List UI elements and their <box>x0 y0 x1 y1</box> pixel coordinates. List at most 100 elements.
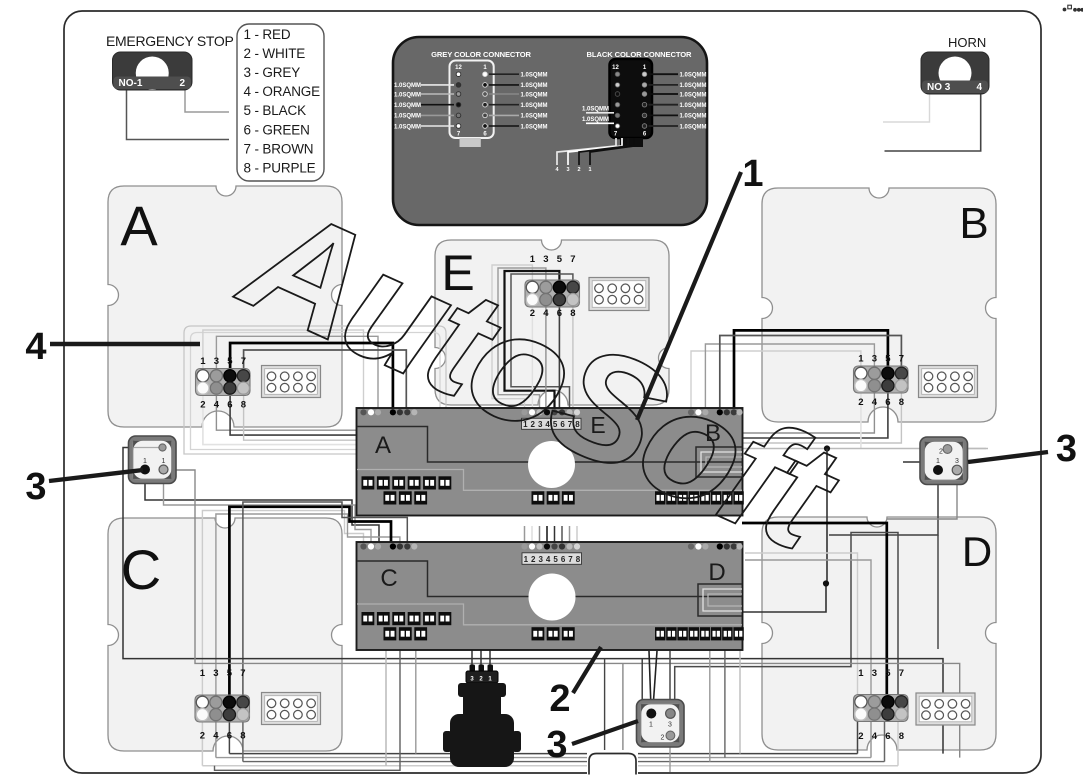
svg-text:1: 1 <box>162 458 166 465</box>
svg-text:1.0SQMM: 1.0SQMM <box>394 83 421 89</box>
svg-text:1: 1 <box>483 65 487 71</box>
svg-text:6: 6 <box>561 555 566 564</box>
svg-text:4: 4 <box>872 397 878 408</box>
svg-text:1: 1 <box>742 153 763 195</box>
svg-text:2: 2 <box>200 731 205 742</box>
svg-text:1: 1 <box>488 677 492 683</box>
svg-text:8: 8 <box>576 555 581 564</box>
svg-text:1.0SQMM: 1.0SQMM <box>582 117 609 123</box>
svg-text:1: 1 <box>200 356 206 367</box>
svg-text:8: 8 <box>240 731 245 742</box>
svg-text:1: 1 <box>200 668 206 679</box>
svg-text:1: 1 <box>643 65 647 71</box>
svg-text:5: 5 <box>885 354 891 365</box>
svg-text:5: 5 <box>553 420 558 429</box>
svg-text:7: 7 <box>614 132 618 138</box>
svg-text:3: 3 <box>543 254 548 265</box>
svg-text:6: 6 <box>483 132 487 138</box>
svg-text:6: 6 <box>643 132 647 138</box>
svg-text:2: 2 <box>858 731 863 742</box>
svg-text:3: 3 <box>470 677 474 683</box>
svg-text:6 - GREEN: 6 - GREEN <box>244 122 310 137</box>
svg-text:4: 4 <box>872 731 878 742</box>
svg-text:1: 1 <box>530 254 536 265</box>
svg-text:5: 5 <box>557 254 563 265</box>
svg-text:1: 1 <box>858 668 864 679</box>
svg-text:B: B <box>959 199 988 248</box>
svg-text:2: 2 <box>858 397 863 408</box>
svg-text:1: 1 <box>523 420 528 429</box>
svg-text:1.0SQMM: 1.0SQMM <box>582 106 609 112</box>
svg-text:1.0SQMM: 1.0SQMM <box>521 73 548 79</box>
svg-text:7: 7 <box>240 668 245 679</box>
svg-text:8 - PURPLE: 8 - PURPLE <box>244 160 316 175</box>
svg-text:1: 1 <box>524 555 529 564</box>
svg-text:5: 5 <box>885 668 891 679</box>
svg-text:1.0SQMM: 1.0SQMM <box>521 114 548 120</box>
svg-text:C: C <box>380 565 397 592</box>
svg-text:1.0SQMM: 1.0SQMM <box>680 114 707 120</box>
svg-text:1.0SQMM: 1.0SQMM <box>394 92 421 98</box>
svg-text:1.0SQMM: 1.0SQMM <box>680 124 707 130</box>
svg-text:4: 4 <box>25 326 46 368</box>
svg-text:3: 3 <box>872 668 877 679</box>
svg-text:2 - WHITE: 2 - WHITE <box>244 46 306 61</box>
svg-text:1.0SQMM: 1.0SQMM <box>680 103 707 109</box>
svg-text:NO 3: NO 3 <box>927 82 951 93</box>
svg-text:E: E <box>590 412 605 438</box>
svg-text:8: 8 <box>899 397 904 408</box>
svg-text:8: 8 <box>899 731 904 742</box>
svg-text:7: 7 <box>899 668 904 679</box>
svg-text:4: 4 <box>543 308 549 319</box>
svg-text:5: 5 <box>553 555 558 564</box>
svg-text:1.0SQMM: 1.0SQMM <box>394 103 421 109</box>
svg-text:1.0SQMM: 1.0SQMM <box>394 124 421 130</box>
svg-text:3: 3 <box>1056 428 1077 470</box>
svg-text:8: 8 <box>570 308 575 319</box>
svg-text:2: 2 <box>200 400 205 411</box>
svg-text:C: C <box>121 538 161 601</box>
svg-text:1: 1 <box>588 167 591 173</box>
svg-text:2: 2 <box>531 555 536 564</box>
svg-text:5 - BLACK: 5 - BLACK <box>244 103 307 118</box>
svg-text:3: 3 <box>214 356 219 367</box>
svg-text:3: 3 <box>538 555 543 564</box>
svg-text:3 - GREY: 3 - GREY <box>244 65 301 80</box>
svg-text:E: E <box>441 245 474 301</box>
svg-text:GREY COLOR CONNECTOR: GREY COLOR CONNECTOR <box>431 50 531 59</box>
svg-text:7: 7 <box>457 132 461 138</box>
svg-text:12: 12 <box>455 65 462 71</box>
svg-text:7: 7 <box>568 555 573 564</box>
svg-text:HORN: HORN <box>948 35 986 50</box>
svg-text:8: 8 <box>575 420 580 429</box>
svg-text:7: 7 <box>899 354 904 365</box>
svg-text:6: 6 <box>227 731 232 742</box>
svg-text:6: 6 <box>560 420 565 429</box>
svg-text:1.0SQMM: 1.0SQMM <box>521 92 548 98</box>
svg-text:3: 3 <box>872 354 877 365</box>
svg-text:4: 4 <box>976 82 982 93</box>
svg-text:3: 3 <box>538 420 543 429</box>
svg-text:3: 3 <box>955 458 959 465</box>
svg-text:3: 3 <box>213 668 218 679</box>
svg-text:A: A <box>375 432 391 459</box>
svg-text:5: 5 <box>227 356 233 367</box>
svg-text:1.0SQMM: 1.0SQMM <box>521 103 548 109</box>
svg-text:2: 2 <box>479 677 483 683</box>
svg-text:2: 2 <box>577 167 580 173</box>
svg-text:1.0SQMM: 1.0SQMM <box>680 73 707 79</box>
svg-text:7: 7 <box>568 420 573 429</box>
svg-text:1 - RED: 1 - RED <box>244 27 291 42</box>
svg-text:3: 3 <box>668 722 672 729</box>
svg-text:NO-1: NO-1 <box>119 78 143 89</box>
svg-text:B: B <box>705 420 721 447</box>
svg-text:1.0SQMM: 1.0SQMM <box>680 92 707 98</box>
svg-text:EMERGENCY STOP: EMERGENCY STOP <box>106 33 234 49</box>
svg-text:5: 5 <box>227 668 233 679</box>
svg-text:1: 1 <box>936 458 940 465</box>
svg-text:1.0SQMM: 1.0SQMM <box>680 83 707 89</box>
svg-text:4: 4 <box>214 400 220 411</box>
svg-text:6: 6 <box>885 397 890 408</box>
svg-text:1.0SQMM: 1.0SQMM <box>394 114 421 120</box>
svg-text:4: 4 <box>546 555 551 564</box>
